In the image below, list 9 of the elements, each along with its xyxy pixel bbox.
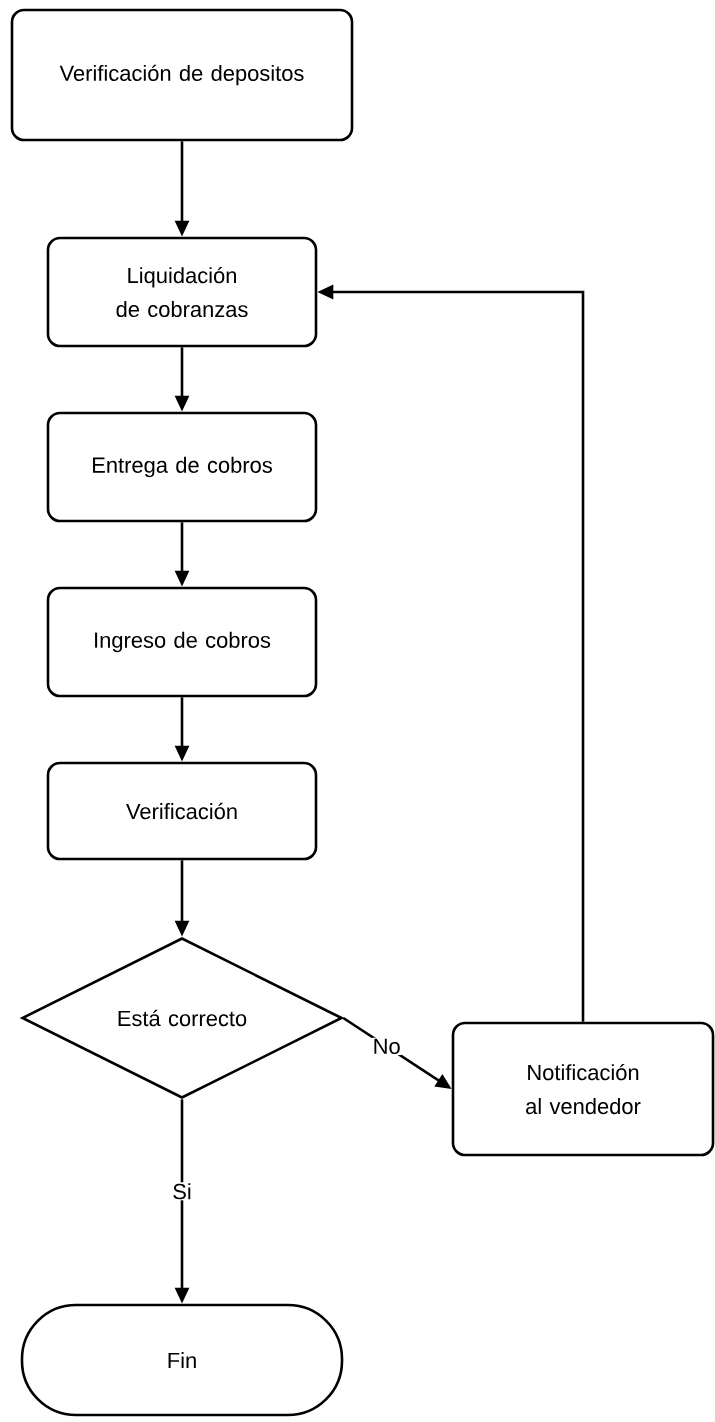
terminal-box: Fin [20, 1303, 344, 1417]
process-box: Ingreso de cobros [46, 586, 318, 698]
process-box: Verificación [46, 761, 318, 861]
process-box: Notificación al vendedor [451, 1021, 715, 1157]
edge-label: No [371, 1037, 402, 1056]
process-box: Liquidación de cobranzas [46, 236, 318, 348]
process-box: Verificación de depositos [10, 8, 354, 142]
edge-label: Si [171, 1182, 193, 1201]
process-box: Entrega de cobros [46, 411, 318, 523]
